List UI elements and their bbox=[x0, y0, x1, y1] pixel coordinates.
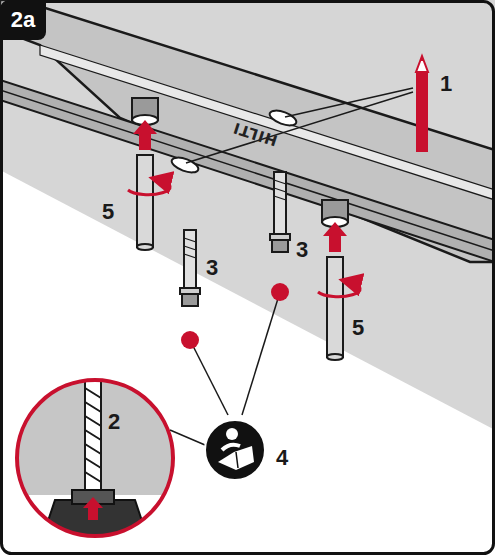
anchor-bolt bbox=[180, 230, 200, 306]
ceiling bbox=[0, 0, 495, 430]
pencil bbox=[416, 56, 428, 152]
figure-tab: 2a bbox=[0, 0, 46, 40]
bracket-plate bbox=[0, 0, 495, 262]
callout-number: 5 bbox=[352, 316, 364, 340]
callout-number: 1 bbox=[440, 72, 452, 96]
manual-icon bbox=[205, 420, 265, 480]
callout-number: 3 bbox=[296, 238, 308, 262]
hole-marker bbox=[271, 283, 289, 301]
callout-number: 2 bbox=[108, 410, 120, 434]
callout-number: 5 bbox=[102, 200, 114, 224]
figure-number: 2a bbox=[11, 7, 35, 33]
anchor-bolt bbox=[270, 172, 290, 252]
hole-marker bbox=[181, 331, 199, 349]
drill-detail bbox=[10, 375, 180, 555]
callout-number: 3 bbox=[206, 256, 218, 280]
callout-number: 4 bbox=[276, 446, 288, 470]
